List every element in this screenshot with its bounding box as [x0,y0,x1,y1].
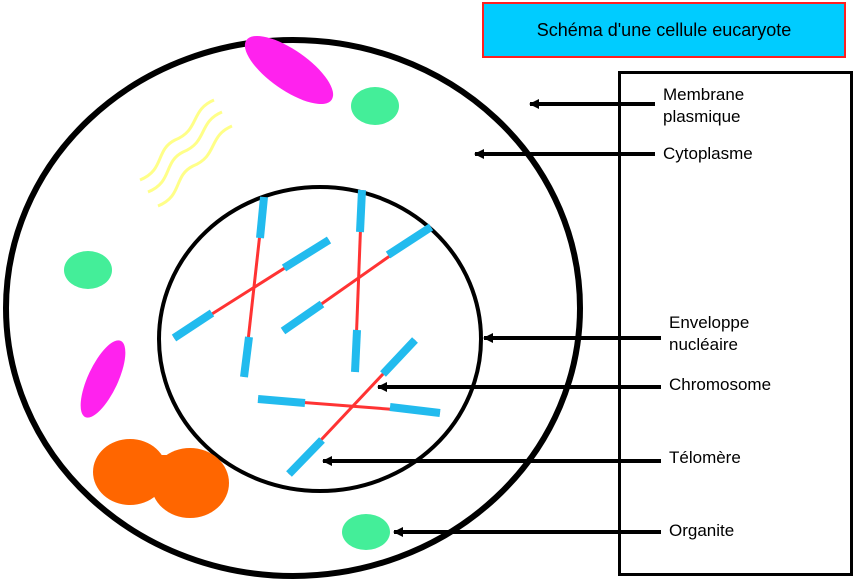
legend-panel [618,71,853,576]
arrows [322,99,661,537]
diagram-title: Schéma d'une cellule eucaryote [482,2,846,58]
diagram-title-text: Schéma d'une cellule eucaryote [536,19,792,40]
organelle-green-left [64,251,112,289]
chromosome-1 [171,196,332,378]
chromosome-3 [257,337,441,477]
organelle-magenta-left [80,340,126,418]
label-chromosome: Chromosome [669,375,772,394]
label-telomere: Télomère [669,448,741,467]
organelle-green-top [351,87,399,125]
label-enveloppe: Enveloppe nucléaire [669,313,750,354]
label-organite: Organite [669,521,735,540]
organelle-green-bottom [342,514,390,550]
label-cytoplasme: Cytoplasme [663,144,753,163]
label-membrane: Membrane plasmique [663,85,745,126]
nuclear-envelope [157,185,483,493]
organelle-magenta-top [244,35,334,105]
organelle-orange [93,439,229,518]
chromosome-2 [280,189,434,373]
golgi-lines [139,98,233,208]
plasma-membrane [3,37,583,579]
